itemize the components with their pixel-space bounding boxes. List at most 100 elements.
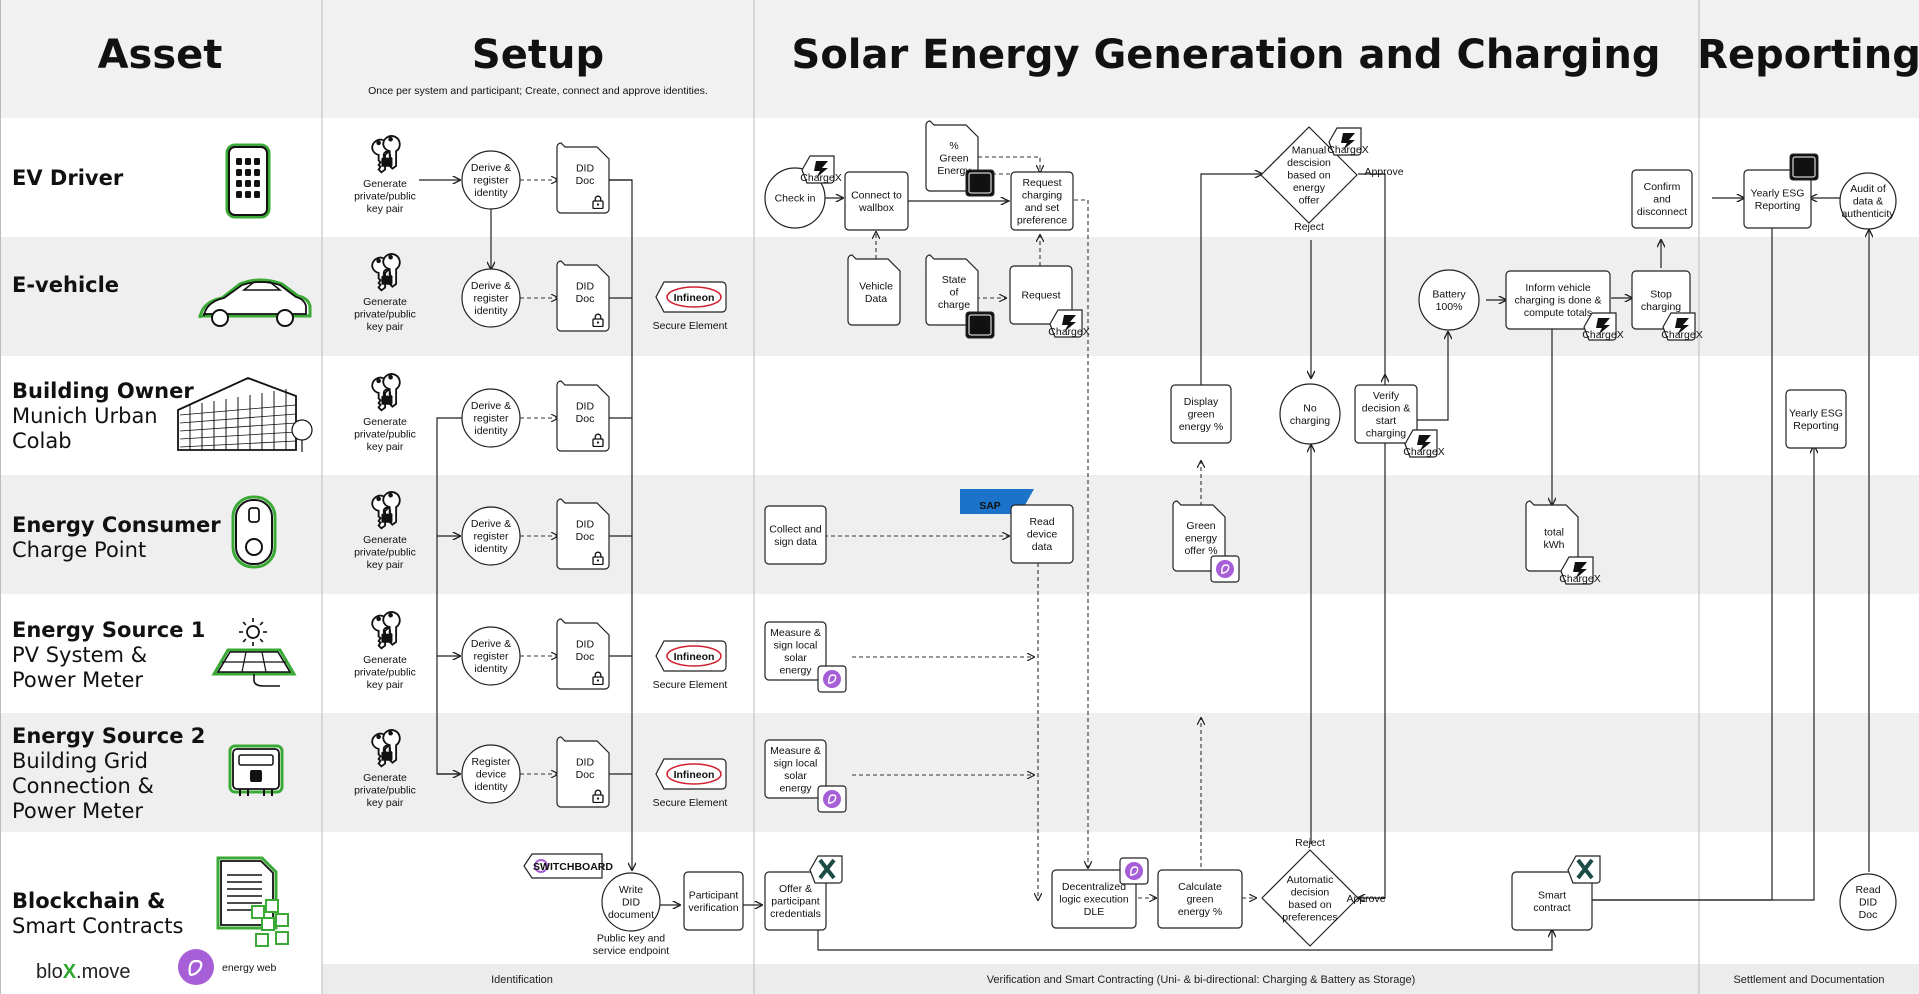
label: data & xyxy=(1853,196,1883,208)
label: key pair xyxy=(367,203,404,215)
building-icon xyxy=(177,377,313,452)
connector xyxy=(1074,199,1088,868)
label: credentials xyxy=(770,908,821,920)
chargex-badge: ChargeX xyxy=(1559,556,1601,585)
label: charge xyxy=(938,299,970,311)
label: energy xyxy=(1185,533,1218,545)
chargex-label: ChargeX xyxy=(1048,326,1089,338)
lane-subtitle: Power Meter xyxy=(12,668,143,692)
connector xyxy=(978,156,1040,172)
label: preference xyxy=(1017,214,1067,226)
box xyxy=(1051,869,1137,929)
chargex-icon xyxy=(1417,435,1431,452)
energy-web-icon xyxy=(823,670,841,688)
label: Measure & xyxy=(770,745,821,757)
column-header-setup: Setup xyxy=(472,32,604,78)
circle xyxy=(1839,873,1897,931)
label: Stop xyxy=(1650,288,1672,300)
box xyxy=(1631,169,1693,229)
label: private/public xyxy=(354,785,416,797)
label: descision xyxy=(1287,157,1331,169)
label: device xyxy=(476,769,507,781)
label: Doc xyxy=(576,531,595,543)
label: register xyxy=(473,175,509,187)
energy-web-badge xyxy=(1210,555,1240,583)
smart-contract-icon xyxy=(216,856,289,947)
label: Derive & xyxy=(471,400,511,412)
label: DID xyxy=(1859,897,1878,909)
chargex-icon xyxy=(1596,318,1610,335)
blox-x-badge xyxy=(1567,855,1601,884)
label: data xyxy=(1032,541,1053,553)
label: DID xyxy=(576,638,595,650)
circle xyxy=(461,506,521,566)
lane-subtitle: Smart Contracts xyxy=(12,914,183,938)
label: Derive & xyxy=(471,518,511,530)
label: Inform vehicle xyxy=(1525,282,1591,294)
label: logic execution xyxy=(1059,894,1129,906)
blox-x-icon xyxy=(818,858,836,880)
chargex-badge: ChargeX xyxy=(1327,127,1369,156)
label: private/public xyxy=(354,191,416,203)
header-band xyxy=(0,0,1919,118)
label: identity xyxy=(474,543,508,555)
energy-web-logo: energy web xyxy=(178,949,276,985)
setup-subtitle: Once per system and participant; Create,… xyxy=(368,85,708,97)
document xyxy=(556,260,610,332)
sap-text: SAP xyxy=(979,500,1001,512)
label: Doc xyxy=(576,293,595,305)
label: of xyxy=(950,287,959,299)
label: Generate xyxy=(363,178,407,190)
label: Doc xyxy=(576,413,595,425)
label: private/public xyxy=(354,429,416,441)
box xyxy=(1354,384,1418,444)
lane-subtitle: PV System & xyxy=(12,643,147,667)
chargex-icon xyxy=(1573,562,1587,579)
footer-identification: Identification xyxy=(491,974,553,986)
connector xyxy=(1405,332,1448,421)
label: charging xyxy=(1641,301,1681,313)
label: charging xyxy=(1366,427,1406,439)
lane-subtitle: Connection & xyxy=(12,774,154,798)
label: % xyxy=(949,140,958,152)
label: energy xyxy=(779,664,812,676)
label: Generate xyxy=(363,534,407,546)
chargex-label: ChargeX xyxy=(1403,446,1444,458)
label: solar xyxy=(784,770,807,782)
label: private/public xyxy=(354,667,416,679)
document xyxy=(556,142,610,214)
chargex-badge: ChargeX xyxy=(1403,429,1445,458)
label: Participant xyxy=(689,889,739,901)
box xyxy=(1009,265,1073,325)
label: key pair xyxy=(367,679,404,691)
lane-band xyxy=(0,713,1919,832)
circle xyxy=(461,150,521,210)
label: Measure & xyxy=(770,627,821,639)
document xyxy=(556,618,610,690)
label: DID xyxy=(576,162,595,174)
box xyxy=(1785,389,1847,449)
label: offer % xyxy=(1184,545,1217,557)
tesla-badge: T xyxy=(1789,153,1819,181)
label: based on xyxy=(1288,899,1331,911)
label: decision xyxy=(1291,886,1330,898)
lane-title: EV Driver xyxy=(12,166,124,190)
approve-label: Approve xyxy=(1364,166,1403,178)
